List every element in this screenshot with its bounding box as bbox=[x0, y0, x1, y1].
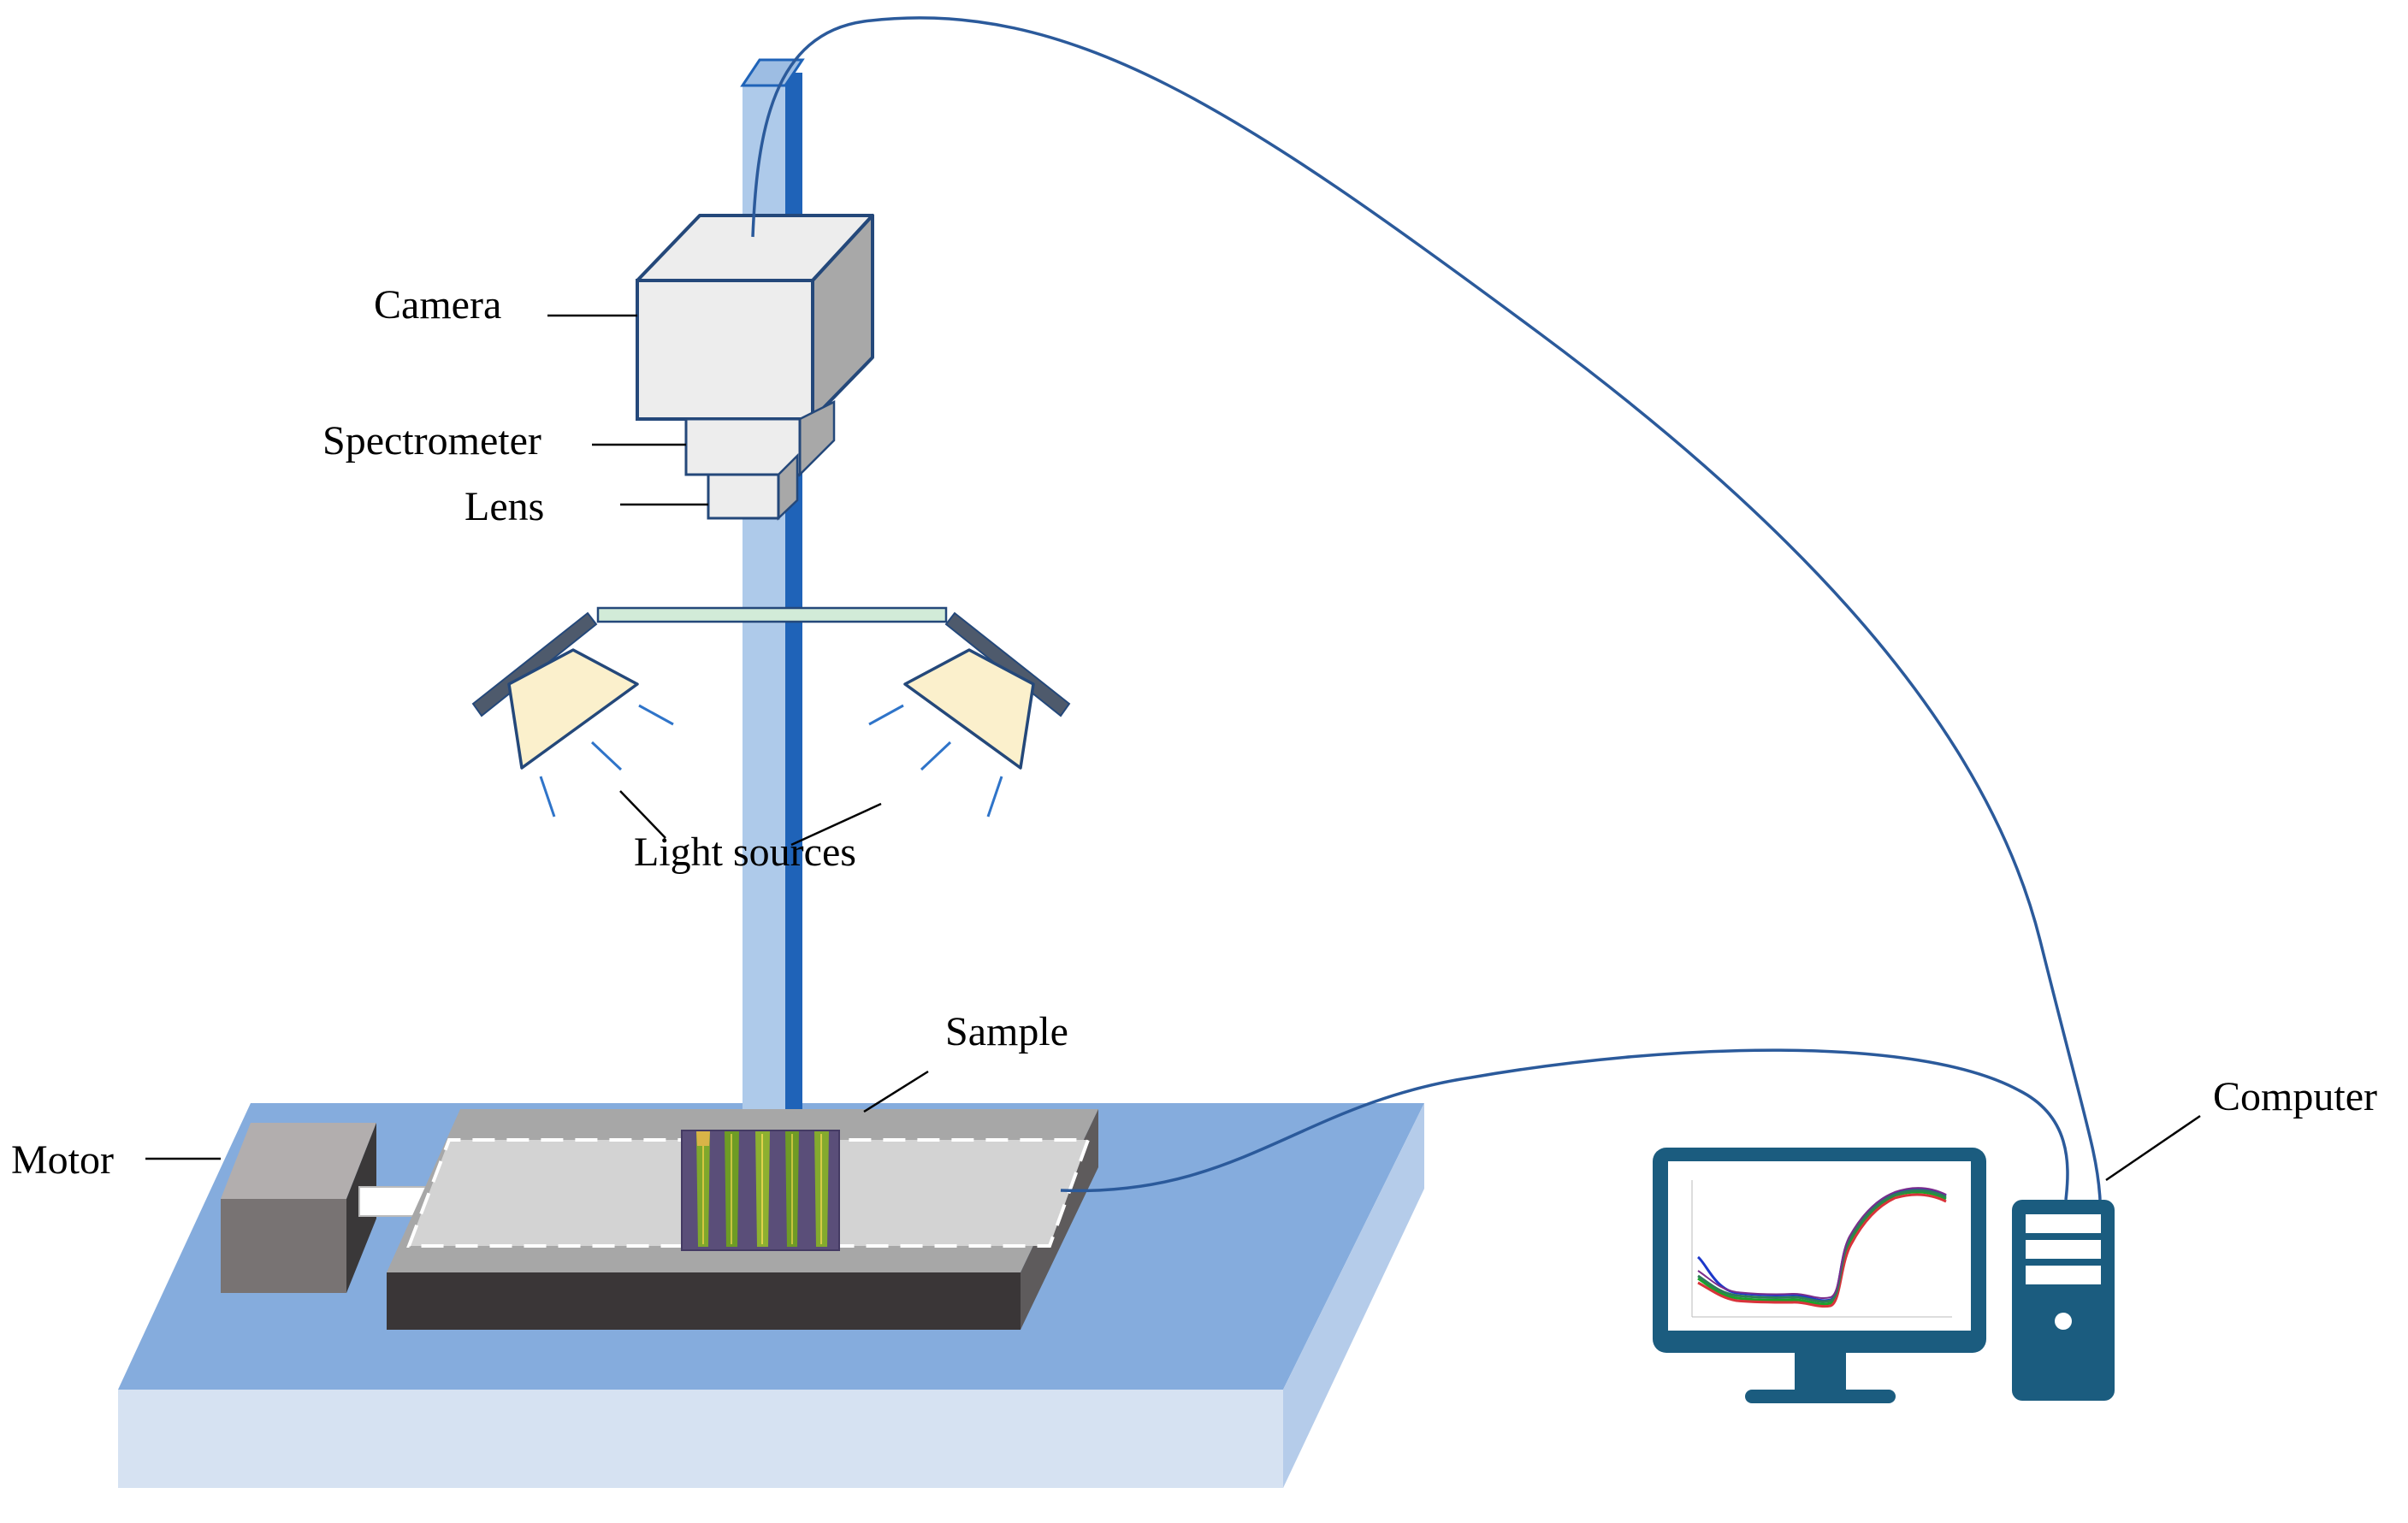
leaf-sample-icon bbox=[681, 1130, 840, 1251]
light-bar bbox=[596, 606, 948, 623]
label-computer: Computer bbox=[2213, 1074, 2377, 1119]
label-spectrometer: Spectrometer bbox=[322, 418, 541, 463]
motor bbox=[221, 1123, 430, 1293]
label-motor: Motor bbox=[11, 1137, 114, 1183]
light-source-left bbox=[471, 611, 674, 818]
label-sample: Sample bbox=[945, 1009, 1068, 1054]
camera-cable bbox=[751, 16, 2102, 1201]
table-front bbox=[118, 1390, 1283, 1488]
label-camera: Camera bbox=[374, 282, 501, 328]
computer-tower-icon bbox=[2012, 1200, 2115, 1401]
camera bbox=[636, 214, 874, 421]
leaf bbox=[725, 1130, 739, 1247]
leaf bbox=[814, 1130, 829, 1247]
table-side bbox=[1283, 1103, 1424, 1488]
cables bbox=[751, 16, 2102, 1201]
spectrometer bbox=[684, 399, 836, 478]
labels: Camera Spectrometer Lens Light sources S… bbox=[11, 282, 2377, 1183]
monitor-icon bbox=[1653, 1148, 1986, 1403]
label-lens: Lens bbox=[464, 484, 544, 529]
spectral-curve-icon bbox=[1691, 1180, 1952, 1318]
stage-cable bbox=[1060, 1048, 2069, 1201]
label-light-sources: Light sources bbox=[634, 829, 856, 875]
leaf bbox=[696, 1130, 710, 1247]
leaf bbox=[755, 1130, 770, 1247]
lens bbox=[707, 452, 799, 521]
leader-lines bbox=[145, 314, 2201, 1182]
leaf bbox=[785, 1130, 799, 1247]
light-source-right bbox=[868, 611, 1071, 818]
